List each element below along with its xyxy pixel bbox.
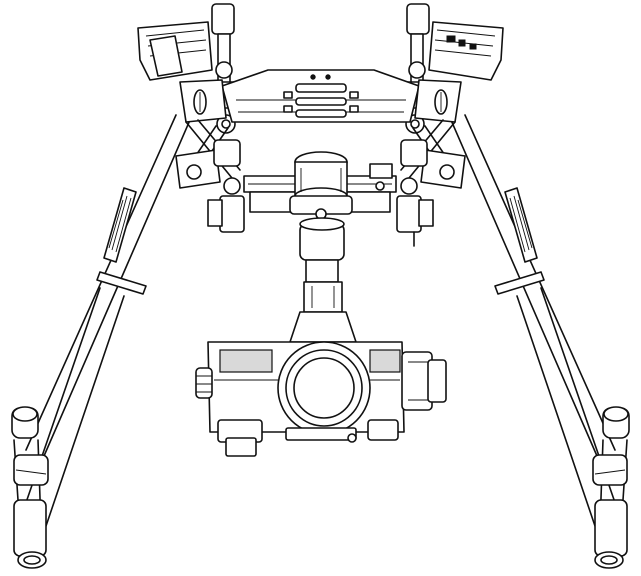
- gimbal-yoke: [175, 119, 466, 247]
- right-landing-leg: [450, 114, 630, 569]
- top-frame: [137, 3, 504, 134]
- left-landing-leg: [11, 114, 191, 569]
- camera-body: [195, 341, 447, 457]
- gimbal-stem: [289, 217, 357, 343]
